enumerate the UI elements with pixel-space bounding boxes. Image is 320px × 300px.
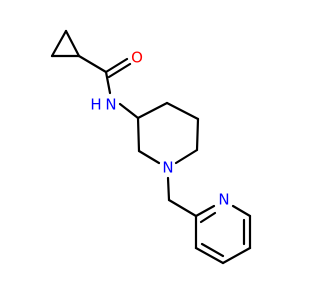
atom-n-amide: N: [105, 96, 116, 114]
bond-pyr-5b: [200, 242, 225, 258]
atom-h-amide: H: [90, 96, 101, 114]
bond-pyr-5: [194, 246, 225, 265]
bond-pip-6: [136, 116, 141, 153]
bond-pip-5: [137, 149, 161, 165]
bond-pip-4: [174, 148, 199, 165]
bond-pyr-1: [194, 204, 216, 218]
bond-cp3: [64, 29, 81, 58]
bond-pyr-1b: [199, 211, 217, 224]
atom-n-pyridine: N: [218, 191, 229, 209]
bond-pip-1: [136, 101, 169, 120]
bond-pip-2: [165, 101, 200, 121]
bond-cp2: [50, 29, 68, 58]
bond-n-c3: [118, 102, 140, 120]
bond-carbonyl-o-1: [104, 57, 129, 74]
bond-n-ch2: [166, 176, 171, 202]
bond-cp-carbonyl: [77, 54, 108, 74]
bond-pip-3: [195, 117, 200, 152]
molecule-structure: O H N N N: [50, 29, 252, 265]
bond-ch2-pyr: [167, 198, 198, 218]
bond-pyr-2: [231, 204, 252, 218]
molecule-canvas: O H N N N: [50, 29, 252, 265]
bond-carbonyl-n: [104, 70, 112, 95]
atom-o-carbonyl: O: [131, 49, 143, 67]
atom-n-piperidine: N: [162, 159, 173, 177]
bond-carbonyl-o-2: [107, 62, 132, 79]
bond-pyr-4: [221, 246, 252, 265]
